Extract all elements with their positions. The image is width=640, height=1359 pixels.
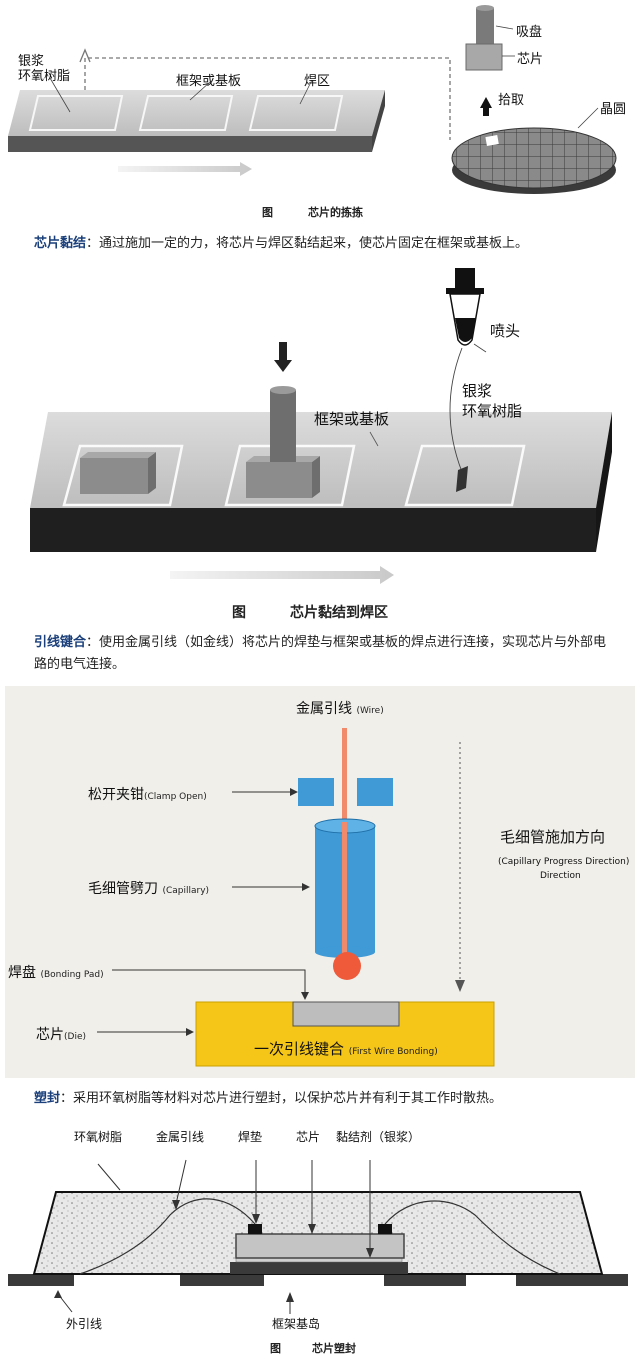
label-epoxy: 环氧树脂 [18, 69, 71, 84]
label-silver-paste-2: 银浆 [462, 382, 493, 400]
frame-board-2 [30, 412, 612, 552]
label-suction-cup: 吸盘 [516, 25, 543, 40]
molding-diagram [8, 1159, 628, 1314]
pressed-chip [246, 456, 320, 498]
motion-arrow-2 [170, 566, 394, 584]
caption-2: 芯片黏结到焊区 [290, 605, 388, 621]
label-pad: 焊垫 [238, 1130, 263, 1144]
label-frame-substrate-2: 框架或基板 [314, 410, 390, 428]
dashed-transfer-path [84, 57, 451, 140]
press-tool [270, 386, 296, 462]
label-weld-zone: 焊区 [304, 74, 331, 89]
caption-1: 芯片的拣拣 [308, 206, 363, 219]
label-chip-4: 芯片 [296, 1130, 321, 1144]
label-wafer: 晶圆 [600, 102, 627, 117]
label-direction-en-2: Direction [540, 871, 581, 881]
epoxy-drop [456, 466, 468, 492]
paragraph-die-attach: 芯片黏结：通过施加一定的力，将芯片与焊区黏结起来，使芯片固定在框架或基板上。 [34, 233, 614, 255]
label-frame-island: 框架基岛 [272, 1317, 321, 1331]
label-bonding-pad: 焊盘 (Bonding Pad) [8, 965, 104, 981]
text-wire-bond: ：使用金属引线（如金线）将芯片的焊垫与框架或基板的焊点进行连接，实现芯片与外部电… [34, 635, 607, 672]
bonding-diagram [5, 686, 635, 1078]
chip-picked [465, 43, 503, 71]
label-adhesive: 黏结剂（银浆） [336, 1130, 421, 1144]
press-arrow [274, 342, 292, 372]
label-die: 芯片(Die) [36, 1027, 86, 1043]
attached-chip [80, 452, 156, 494]
label-first-bond: 一次引线键合 (First Wire Bonding) [254, 1040, 438, 1058]
caption-prefix-4: 图 [270, 1342, 281, 1355]
term-die-attach: 芯片黏结 [34, 236, 87, 251]
frame-board-1 [8, 90, 385, 152]
label-direction: 毛细管施加方向 [500, 828, 606, 846]
label-silver-paste: 银浆 [18, 54, 45, 69]
label-wire: 金属引线 (Wire) [296, 701, 384, 717]
nozzle [446, 268, 484, 346]
paragraph-molding: 塑封：采用环氧树脂等材料对芯片进行塑封，以保护芯片并有利于其工作时散热。 [34, 1088, 614, 1110]
label-outer-lead: 外引线 [66, 1317, 103, 1331]
caption-prefix-1: 图 [262, 206, 273, 219]
text-die-attach: ：通过施加一定的力，将芯片与焊区黏结起来，使芯片固定在框架或基板上。 [86, 236, 529, 251]
caption-4: 芯片塑封 [312, 1342, 356, 1355]
motion-arrow-1 [118, 162, 252, 176]
label-epoxy-2: 环氧树脂 [462, 402, 523, 420]
label-capillary: 毛细管劈刀 (Capillary) [88, 881, 210, 897]
pick-arrow [480, 97, 492, 116]
dispense-line [449, 347, 463, 473]
label-epoxy-resin: 环氧树脂 [74, 1130, 123, 1144]
label-chip: 芯片 [517, 52, 544, 67]
label-direction-en: (Capillary Progress Direction) [498, 857, 630, 867]
label-pick: 拾取 [498, 93, 525, 108]
wafer [451, 127, 617, 194]
suction-cup [476, 5, 494, 46]
caption-prefix-2: 图 [232, 605, 246, 621]
text-molding: ：采用环氧树脂等材料对芯片进行塑封，以保护芯片并有利于其工作时散热。 [60, 1091, 503, 1106]
label-frame-substrate: 框架或基板 [176, 74, 242, 89]
label-nozzle: 喷头 [490, 322, 521, 340]
term-molding: 塑封 [34, 1091, 61, 1106]
label-clamp: 松开夹钳(Clamp Open) [88, 787, 207, 803]
term-wire-bond: 引线键合 [34, 635, 87, 650]
paragraph-wire-bond: 引线键合：使用金属引线（如金线）将芯片的焊垫与框架或基板的焊点进行连接，实现芯片… [34, 632, 614, 676]
label-metal-wire: 金属引线 [156, 1130, 205, 1144]
